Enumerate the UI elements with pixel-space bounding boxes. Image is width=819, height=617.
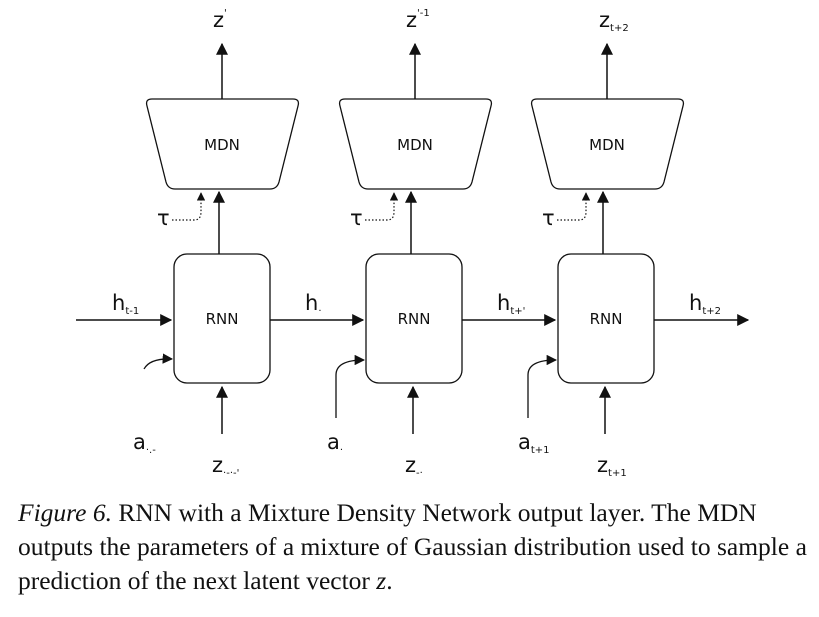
rnn-block xyxy=(365,253,463,384)
latent-input-label: z·-·-' xyxy=(212,453,239,479)
caption-end: . xyxy=(386,566,393,595)
rnn-label: RNN xyxy=(206,310,239,328)
output-z-label: z' xyxy=(213,8,227,32)
rnn-block xyxy=(557,253,655,384)
action-input-arrow xyxy=(527,354,558,418)
timestep-1: MDN z' RNN τ ht-1 a·.- z·-·-' xyxy=(76,8,300,479)
mdn-block xyxy=(145,98,300,190)
timestep-3: MDN zt+2 RNN τ at+1 zt+1 xyxy=(518,8,685,479)
timestep-2: MDN z'-1 RNN τ a· z-· xyxy=(327,8,493,479)
hidden-1-label: h· xyxy=(305,291,322,317)
action-input-label: a· xyxy=(327,430,343,456)
caption-latent-symbol: z xyxy=(376,566,387,595)
action-input-arrow xyxy=(335,354,366,418)
tau-arrow xyxy=(557,192,591,221)
tau-label: τ xyxy=(542,206,555,230)
rnn-mdn-diagram: MDN z' RNN τ ht-1 a·.- z·-·-' h· MDN z'-… xyxy=(76,8,750,479)
hidden-2-label: ht+' xyxy=(497,291,525,317)
tau-label: τ xyxy=(157,206,170,230)
hidden-in-label: ht-1 xyxy=(112,291,139,317)
output-z-label: zt+2 xyxy=(599,8,629,34)
rnn-label: RNN xyxy=(590,310,623,328)
tau-label: τ xyxy=(350,206,363,230)
mdn-label: MDN xyxy=(397,136,433,154)
latent-input-label: zt+1 xyxy=(597,453,627,479)
action-input-arrow xyxy=(143,353,174,370)
action-input-label: a·.- xyxy=(133,430,156,456)
tau-arrow xyxy=(172,192,206,221)
rnn-block xyxy=(173,253,271,384)
caption-text: RNN with a Mixture Density Network outpu… xyxy=(18,498,807,595)
tau-arrow xyxy=(365,192,399,221)
mdn-block xyxy=(338,98,493,190)
figure-label: Figure 6. xyxy=(18,498,112,527)
hidden-out-label: ht+2 xyxy=(689,291,721,317)
output-z-label: z'-1 xyxy=(406,8,430,32)
action-input-label: at+1 xyxy=(518,430,550,456)
latent-input-label: z-· xyxy=(405,453,423,479)
rnn-label: RNN xyxy=(398,310,431,328)
mdn-label: MDN xyxy=(589,136,625,154)
figure-caption: Figure 6. RNN with a Mixture Density Net… xyxy=(18,496,808,598)
mdn-block xyxy=(530,98,685,190)
mdn-label: MDN xyxy=(204,136,240,154)
